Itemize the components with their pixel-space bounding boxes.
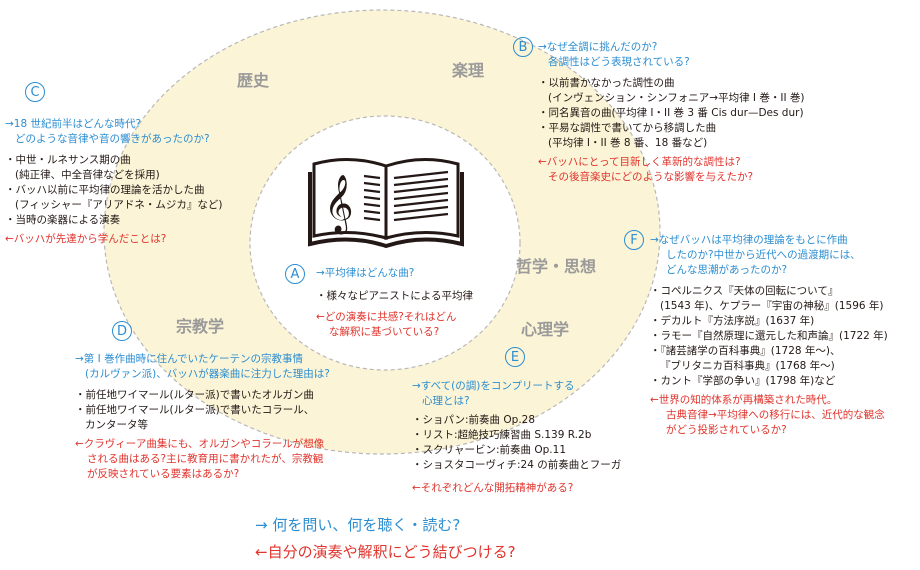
c-reflection: ←バッハが先達から学んだことは? (5, 233, 167, 245)
d-question-line: →第 I 巻作曲時に住んでいたケーテンの宗教事情 (75, 353, 304, 365)
e-bullet: ・ショパン:前奏曲 Op.28 (412, 414, 536, 426)
block-c: →18 世紀前半はどんな時代? どのような音律や音の響きがあったのか? ・中世・… (5, 117, 222, 247)
open-book-icon: 𝄞 (308, 157, 464, 249)
e-bullet: ・リスト:超絶技巧練習曲 S.139 R.2b (412, 429, 592, 441)
marker-d: D (112, 321, 132, 341)
marker-f: F (624, 230, 644, 250)
b-bullet: ・同名異音の曲(平均律 I・II 巻 3 番 Cis dur—Des dur) (538, 107, 804, 119)
b-question-line: 各調性はどう表現されている? (548, 56, 690, 68)
f-bullet: ・コペルニクス『天体の回転について』 (650, 285, 839, 297)
marker-c: C (25, 82, 45, 102)
treble-clef-icon: 𝄞 (324, 174, 354, 235)
category-history: 歴史 (237, 71, 270, 90)
block-b: →なぜ全調に挑んだのか? 各調性はどう表現されている? ・以前書かなかった調性の… (538, 40, 804, 185)
b-bullet: ・平易な調性で書いてから移調した曲 (538, 122, 717, 134)
d-bullet-sub: カンタータ等 (85, 419, 148, 431)
d-reflection-line: される曲はある?主に教育用に書かれたが、宗教観 (87, 453, 324, 465)
f-bullet: ・デカルト『方法序説』(1637 年) (650, 315, 815, 327)
e-bullet: ・スクリャービン:前奏曲 Op.11 (412, 444, 567, 456)
c-question-line: どのような音律や音の響きがあったのか? (15, 133, 210, 145)
e-reflection: ←それぞれどんな開拓精神がある? (412, 482, 574, 494)
e-bullet: ・ショスタコーヴィチ:24 の前奏曲とフーガ (412, 459, 622, 471)
b-reflection-line: その後音楽史にどのような影響を与えたか? (548, 171, 754, 183)
f-reflection-line: ←世界の知的体系が再構築された時代。 (650, 394, 838, 406)
a-question: →平均律はどんな曲? (316, 267, 415, 279)
b-reflection-line: ←バッハにとって目新しく革新的な調性は? (538, 156, 741, 168)
a-reflection-line: な解釈に基づいている? (329, 326, 440, 338)
marker-e: E (505, 347, 525, 367)
c-bullet: ・当時の楽器による演奏 (5, 214, 121, 226)
b-bullet: ・以前書かなかった調性の曲 (538, 77, 675, 89)
f-bullet-sub: (1543 年)、ケプラー『宇宙の神秘』(1596 年) (660, 300, 884, 312)
f-bullet: ・『諸芸諸学の百科事典』(1728 年〜)、 (650, 345, 841, 357)
f-question-line: したのか?中世から近代への過渡期には、 (666, 249, 861, 261)
category-philosophy: 哲学・思想 (516, 257, 597, 276)
b-question-line: →なぜ全調に挑んだのか? (538, 41, 658, 53)
block-a: →平均律はどんな曲? ・様々なピアニストによる平均律 ←どの演奏に共感?それはど… (316, 266, 473, 340)
category-religion: 宗教学 (176, 317, 225, 336)
category-psychology: 心理学 (521, 320, 570, 339)
d-reflection-line: が反映されている要素はあるか? (87, 468, 240, 480)
block-d: →第 I 巻作曲時に住んでいたケーテンの宗教事情 (カルヴァン派)、バッハが器楽… (75, 352, 330, 482)
marker-a: A (285, 264, 305, 284)
c-bullet: ・中世・ルネサンス期の曲 (5, 154, 131, 166)
f-bullet: ・ラモー『自然原理に還元した和声論』(1722 年) (650, 330, 888, 342)
f-bullet-sub: 『ブリタニカ百科事典』(1768 年〜) (660, 360, 835, 372)
f-reflection-line: 古典音律→平均律への移行には、近代的な観念 (666, 409, 885, 421)
f-question-line: どんな思潮があったのか? (666, 264, 788, 276)
f-question-line: →なぜバッハは平均律の理論をもとに作曲 (650, 234, 848, 246)
c-question-line: →18 世紀前半はどんな時代? (5, 118, 142, 130)
f-reflection-line: がどう投影されているか? (666, 424, 787, 436)
block-f: →なぜバッハは平均律の理論をもとに作曲 したのか?中世から近代への過渡期には、 … (650, 233, 888, 438)
c-bullet-sub: (フィッシャー『アリアドネ・ムジカ』など) (15, 199, 223, 211)
category-theory: 楽理 (452, 61, 485, 80)
b-bullet-sub: (インヴェンション・シンフォニア→平均律 I 巻・II 巻) (548, 92, 805, 104)
bottom-line-question: → 何を問い、何を聴く・読む? (255, 516, 461, 534)
e-question-line: →すべて(の調)をコンプリートする (412, 380, 575, 392)
d-bullet: ・前任地ワイマール(ルター派)で書いたオルガン曲 (75, 389, 314, 401)
c-bullet: ・バッハ以前に平均律の理論を活かした曲 (5, 184, 205, 196)
bottom-line-reflection: ←自分の演奏や解釈にどう結びつける? (255, 543, 516, 561)
d-reflection-line: ←クラヴィーア曲集にも、オルガンやコラールが想像 (75, 438, 325, 450)
a-bullet: ・様々なピアニストによる平均律 (316, 290, 473, 302)
a-reflection-line: ←どの演奏に共感?それはどん (316, 311, 457, 323)
f-bullet: ・カント『学部の争い』(1798 年)など (650, 375, 836, 387)
e-question-line: 心理とは? (422, 395, 470, 407)
marker-b: B (513, 37, 533, 57)
d-question-line: (カルヴァン派)、バッハが器楽曲に注力した理由は? (85, 368, 330, 380)
b-bullet-sub: (平均律 I・II 巻 8 番、18 番など) (548, 137, 708, 149)
c-bullet-sub: (純正律、中全音律などを採用) (15, 169, 160, 181)
d-bullet: ・前任地ワイマール(ルター派)で書いたコラール、 (75, 404, 315, 416)
block-e: →すべて(の調)をコンプリートする 心理とは? ・ショパン:前奏曲 Op.28 … (412, 379, 621, 496)
